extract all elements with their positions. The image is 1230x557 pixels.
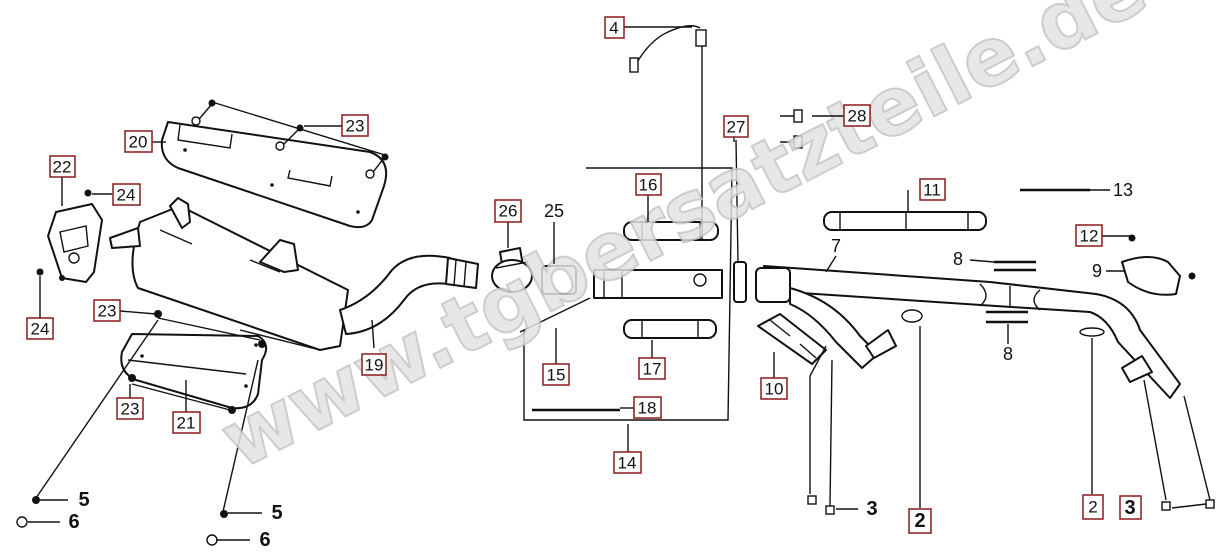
svg-text:23: 23: [346, 117, 365, 136]
svg-text:14: 14: [618, 454, 637, 473]
callout-24-left: 24: [26, 317, 54, 340]
callout-23-mid: 23: [93, 299, 121, 322]
callout-23-low: 23: [116, 397, 144, 420]
callout-11: 11: [919, 178, 946, 201]
oxygen-sensor: [629, 25, 707, 240]
exhaust-gaskets: [901, 309, 1105, 508]
callout-5-mid: 5: [271, 502, 282, 524]
callout-26: 26: [494, 199, 522, 223]
clamps-8: [986, 260, 1036, 324]
header-pipe: [755, 265, 1181, 399]
svg-text:17: 17: [643, 360, 662, 379]
svg-text:10: 10: [765, 380, 784, 399]
svg-text:2: 2: [1088, 498, 1097, 517]
svg-text:22: 22: [53, 158, 72, 177]
callout-15: 15: [542, 363, 570, 386]
svg-text:5: 5: [78, 489, 89, 511]
clamp: [491, 247, 533, 293]
svg-text:15: 15: [547, 366, 566, 385]
callout-4: 4: [604, 16, 625, 39]
callout-8-top: 8: [953, 249, 963, 269]
svg-text:8: 8: [953, 249, 963, 269]
muffler: [109, 197, 349, 351]
svg-text:21: 21: [177, 414, 196, 433]
callout-23-top: 23: [341, 114, 369, 137]
callout-19: 19: [361, 353, 387, 376]
svg-text:4: 4: [609, 19, 618, 38]
svg-text:20: 20: [129, 133, 148, 152]
svg-text:12: 12: [1080, 227, 1099, 246]
callout-5-left: 5: [78, 489, 89, 511]
heat-shield-upper: [160, 121, 388, 229]
callout-17: 17: [638, 357, 666, 380]
svg-text:23: 23: [121, 400, 140, 419]
bolts-lower: [128, 310, 266, 414]
insulation-lower: [623, 319, 717, 339]
callout-6-left: 6: [68, 511, 79, 533]
callout-8-bottom: 8: [1003, 344, 1013, 364]
svg-text:8: 8: [1003, 344, 1013, 364]
callout-7: 7: [831, 236, 841, 256]
flange-ends: [807, 329, 1215, 515]
callout-20: 20: [124, 130, 153, 153]
callout-13: 13: [1113, 180, 1133, 200]
catalyst-tube: [519, 269, 723, 333]
svg-text:25: 25: [544, 201, 564, 221]
flange-gasket: [733, 139, 747, 303]
svg-text:5: 5: [271, 502, 282, 524]
callout-18: 18: [633, 396, 662, 419]
svg-text:13: 13: [1113, 180, 1133, 200]
callout-2-right: 2: [1082, 494, 1104, 520]
svg-text:24: 24: [31, 320, 50, 339]
svg-text:23: 23: [98, 302, 117, 321]
callout-27: 27: [723, 115, 749, 138]
svg-text:19: 19: [365, 356, 384, 375]
watermark: www.tgbersatzteile.de: [206, 0, 1160, 487]
callout-21: 21: [172, 411, 201, 434]
assembly-frame: [523, 167, 733, 421]
callout-2-left: 2: [908, 508, 932, 534]
svg-text:24: 24: [117, 186, 136, 205]
svg-text:16: 16: [639, 176, 658, 195]
insulation-upper: [623, 221, 719, 241]
long-studs: [16, 319, 259, 546]
heat-guard-9: [1121, 234, 1196, 296]
callout-22: 22: [49, 155, 76, 178]
callout-28: 28: [843, 104, 871, 127]
callout-6-mid: 6: [259, 529, 270, 551]
sleeve-11: [823, 211, 987, 231]
connector-pipe: [339, 254, 479, 335]
svg-text:6: 6: [68, 511, 79, 533]
svg-text:28: 28: [848, 107, 867, 126]
end-cap: [36, 189, 103, 283]
callout-16: 16: [635, 173, 662, 196]
svg-text:7: 7: [831, 236, 841, 256]
callout-labels: [28, 26, 1207, 541]
sleeve-10: [757, 313, 827, 365]
callout-3-left: 3: [866, 498, 877, 520]
svg-text:9: 9: [1092, 261, 1102, 281]
svg-text:27: 27: [727, 118, 746, 137]
callout-25: 25: [544, 201, 564, 221]
callout-12: 12: [1075, 224, 1103, 247]
callout-24-top: 24: [112, 183, 141, 206]
callout-14: 14: [613, 451, 642, 474]
svg-text:11: 11: [923, 181, 941, 200]
callout-10: 10: [760, 377, 788, 400]
gasket: [541, 265, 577, 295]
callout-3-right: 3: [1119, 495, 1142, 520]
svg-text:26: 26: [499, 202, 518, 221]
svg-text:3: 3: [866, 498, 877, 520]
studs: [780, 109, 803, 149]
svg-text:6: 6: [259, 529, 270, 551]
bolts-upper: [191, 99, 389, 179]
svg-text:3: 3: [1124, 497, 1135, 519]
callout-9: 9: [1092, 261, 1102, 281]
svg-text:18: 18: [638, 399, 657, 418]
svg-text:2: 2: [914, 510, 925, 532]
